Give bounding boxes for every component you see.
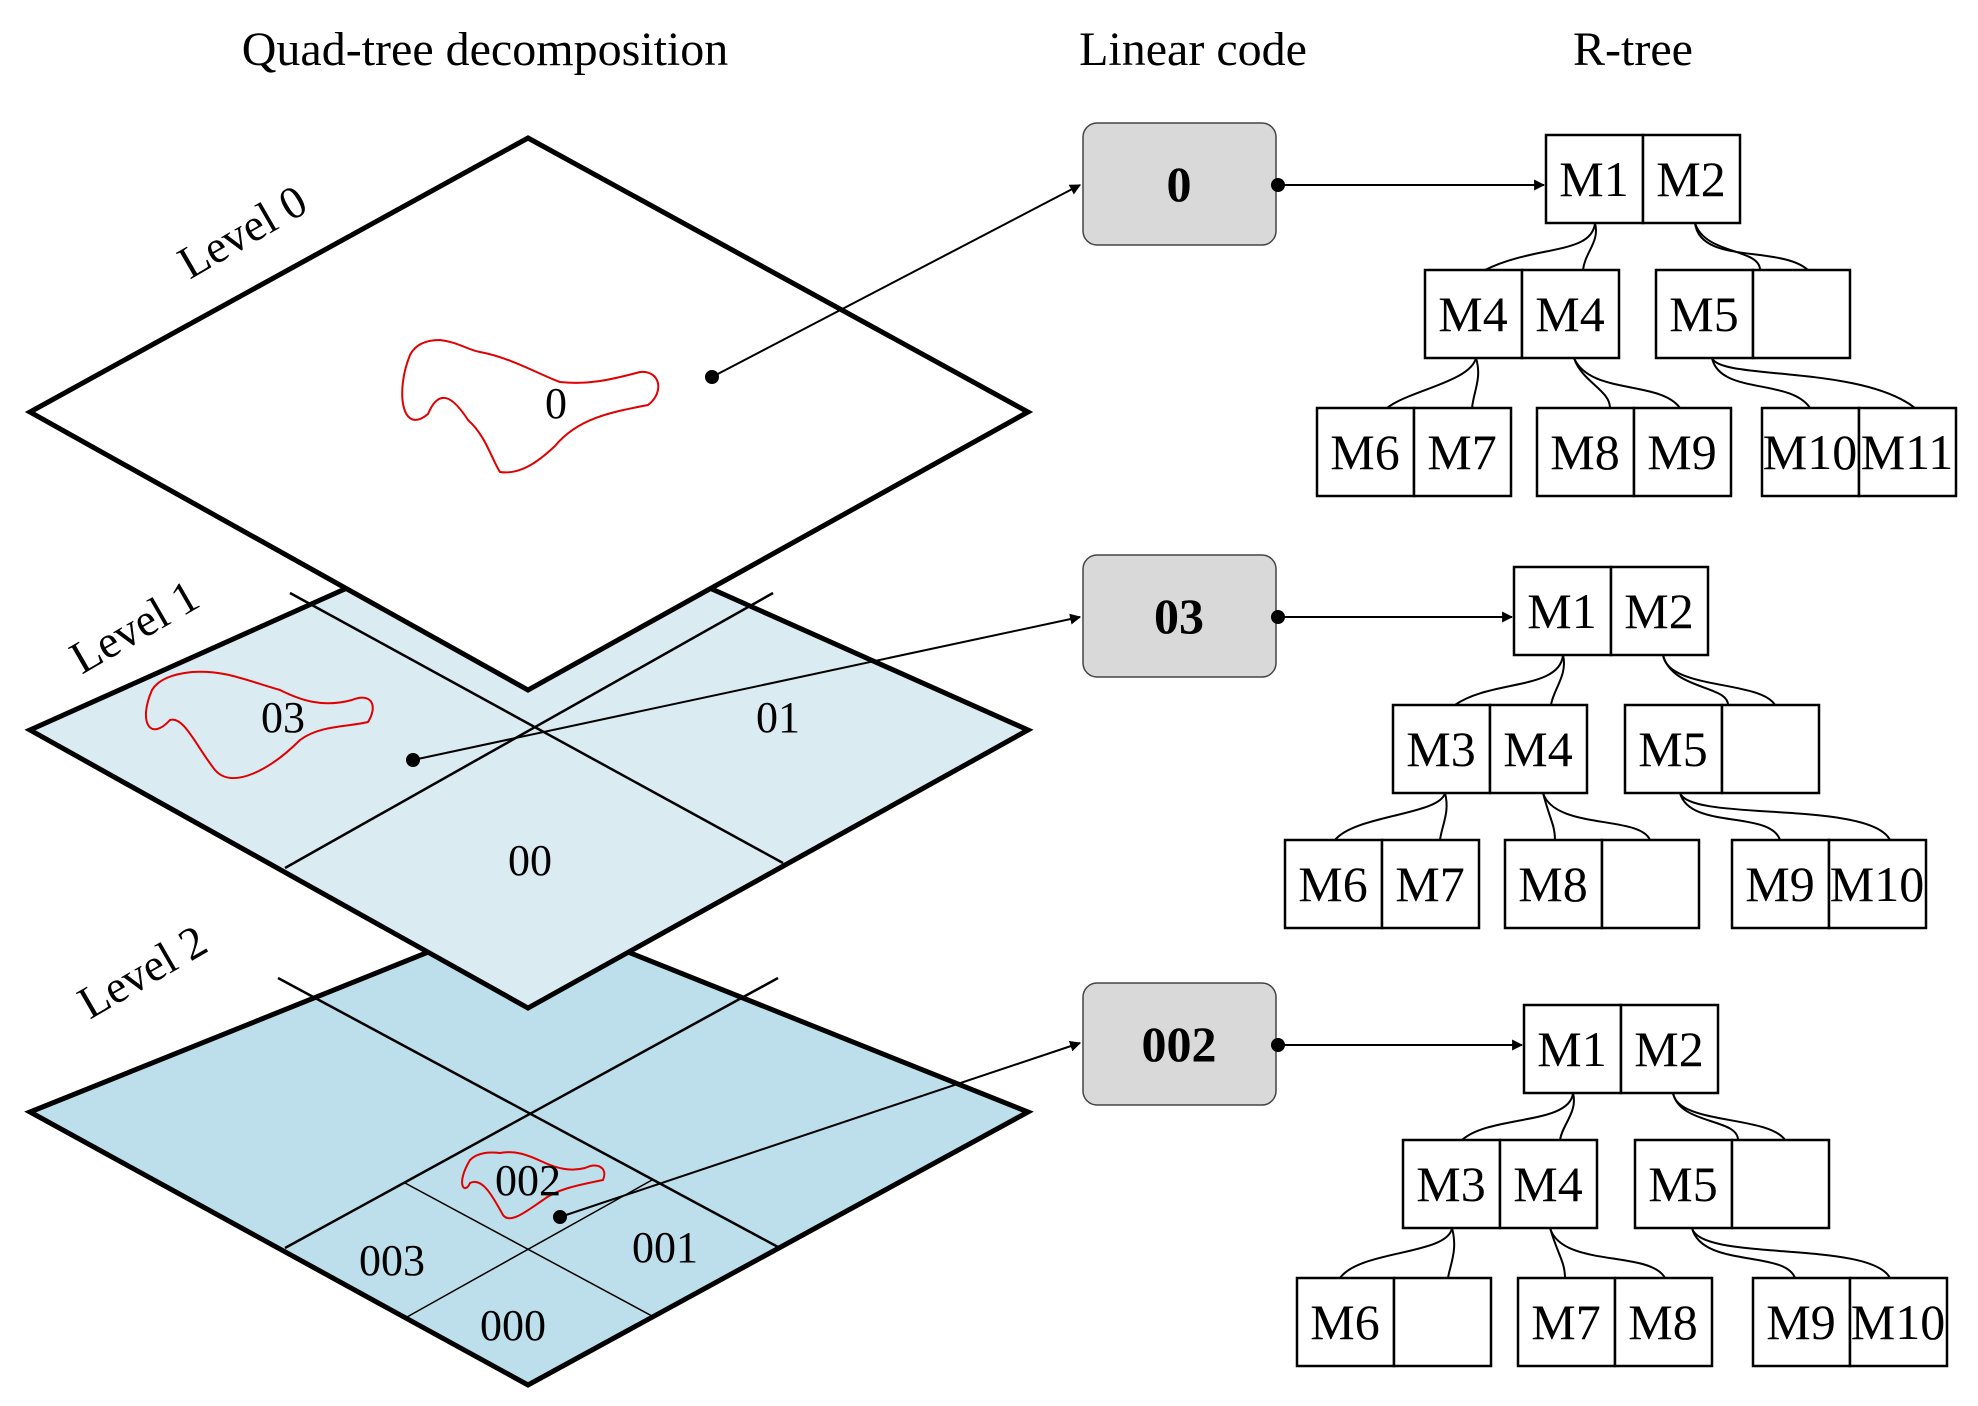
- arrow-l2-to-code: [559, 1040, 1082, 1218]
- rtree-1-leaf-2-entry-1: M8: [1518, 856, 1587, 912]
- rtree-1-leaf-node-3: M9 M10: [1730, 838, 1928, 930]
- rtree-2-mid-node-right: M5: [1633, 1138, 1831, 1230]
- rtree-0-leaf-3-entry-1: M10: [1763, 424, 1857, 480]
- rtree-0-mid-node-left: M4 M4: [1423, 268, 1621, 360]
- rtree-1-leaf-3-entry-1: M9: [1745, 856, 1814, 912]
- code-value-l1: 03: [1154, 588, 1204, 644]
- cell-label-002: 002: [495, 1156, 561, 1205]
- cell-label-000: 000: [480, 1301, 546, 1350]
- rtree-0-mid-left-entry-1: M4: [1438, 286, 1507, 342]
- rtree-2-leaf-node-3: M9 M10: [1751, 1276, 1949, 1368]
- cell-label-00: 00: [508, 836, 552, 885]
- rtree-2-leaf-2-entry-2: M8: [1628, 1294, 1697, 1350]
- rtree-2-mid-left-entry-2: M4: [1513, 1156, 1582, 1212]
- rtree-2-root-entry-1: M1: [1537, 1021, 1606, 1077]
- rtree-0-root-entry-2: M2: [1656, 151, 1725, 207]
- rtree-1-root-entry-2: M2: [1624, 583, 1693, 639]
- rtree-0-leaf-3-entry-2: M11: [1861, 424, 1954, 480]
- rtree-1-mid-node-left: M3 M4: [1391, 703, 1589, 795]
- rtree-0-leaf-node-1: M6 M7: [1315, 406, 1513, 498]
- level-2-plane: 002 003 001 000: [24, 909, 1034, 1388]
- rtree-1-mid-left-entry-1: M3: [1406, 721, 1475, 777]
- code-box-l0: 0: [1082, 122, 1277, 246]
- cell-label-003: 003: [359, 1236, 425, 1285]
- rtree-level-0: M1 M2 M4 M4 M5 M6 M7 M8 M9: [1315, 133, 1958, 498]
- rtree-1-mid-node-right: M5: [1623, 703, 1821, 795]
- rtree-1-leaf-1-entry-1: M6: [1298, 856, 1367, 912]
- rtree-2-leaf-3-entry-2: M10: [1851, 1294, 1945, 1350]
- rtree-0-leaf-node-3: M10 M11: [1760, 406, 1958, 498]
- rtree-1-leaf-1-entry-2: M7: [1395, 856, 1464, 912]
- region-outline-l0: [401, 338, 660, 474]
- rtree-2-mid-node-left: M3 M4: [1401, 1138, 1599, 1230]
- rtree-0-mid-left-entry-2: M4: [1535, 286, 1604, 342]
- rtree-0-mid-right-entry-1: M5: [1669, 286, 1738, 342]
- rtree-2-root-node: M1 M2: [1522, 1003, 1720, 1095]
- rtree-level-1: M1 M2 M3 M4 M5 M6 M7 M8: [1283, 565, 1928, 930]
- region-outline-l1: [144, 670, 374, 780]
- quadtree-header: Quad-tree decomposition: [242, 23, 729, 76]
- level-0-plane: 0: [24, 135, 1034, 693]
- rtree-header: R-tree: [1573, 23, 1693, 76]
- rtree-0-root-entry-1: M1: [1559, 151, 1628, 207]
- rtree-2-mid-right-entry-1: M5: [1648, 1156, 1717, 1212]
- rtree-0-leaf-1-entry-2: M7: [1427, 424, 1496, 480]
- rtree-1-mid-right-entry-1: M5: [1638, 721, 1707, 777]
- rtree-2-leaf-1-entry-1: M6: [1310, 1294, 1379, 1350]
- rtree-1-leaf-node-2: M8: [1503, 838, 1701, 930]
- code-box-l2: 002: [1082, 982, 1277, 1106]
- cell-label-01: 01: [756, 693, 800, 742]
- rtree-1-root-node: M1 M2: [1512, 565, 1710, 657]
- rtree-2-root-entry-2: M2: [1634, 1021, 1703, 1077]
- rtree-0-leaf-1-entry-1: M6: [1330, 424, 1399, 480]
- rtree-0-mid-node-right: M5: [1654, 268, 1852, 360]
- rtree-1-root-entry-1: M1: [1527, 583, 1596, 639]
- code-value-l2: 002: [1142, 1016, 1217, 1072]
- rtree-0-leaf-2-entry-1: M8: [1550, 424, 1619, 480]
- rtree-2-mid-left-entry-1: M3: [1416, 1156, 1485, 1212]
- arrow-l1-to-code: [412, 613, 1082, 761]
- rtree-0-root-node: M1 M2: [1544, 133, 1742, 225]
- cell-label-001: 001: [632, 1223, 698, 1272]
- rtree-2-leaf-node-1: M6: [1295, 1276, 1493, 1368]
- rtree-1-leaf-node-1: M6 M7: [1283, 838, 1481, 930]
- rtree-2-leaf-2-entry-1: M7: [1531, 1294, 1600, 1350]
- rtree-1-mid-left-entry-2: M4: [1503, 721, 1572, 777]
- rtree-1-leaf-3-entry-2: M10: [1830, 856, 1924, 912]
- rtree-level-2: M1 M2 M3 M4 M5 M6 M7 M8: [1295, 1003, 1949, 1368]
- linear-code-header: Linear code: [1079, 23, 1307, 76]
- region-outline-l2: [461, 1151, 606, 1220]
- code-box-l1: 03: [1082, 554, 1277, 678]
- cell-label-0: 0: [545, 379, 567, 428]
- level-2-label: Level 2: [69, 915, 215, 1029]
- rtree-2-leaf-node-2: M7 M8: [1516, 1276, 1714, 1368]
- code-value-l0: 0: [1167, 156, 1192, 212]
- rtree-0-leaf-node-2: M8 M9: [1535, 406, 1733, 498]
- arrow-l0-to-code: [711, 184, 1081, 378]
- rtree-0-leaf-2-entry-2: M9: [1647, 424, 1716, 480]
- rtree-2-leaf-3-entry-1: M9: [1766, 1294, 1835, 1350]
- cell-label-03: 03: [261, 693, 305, 742]
- level-1-plane: 03 01 00: [24, 504, 1034, 1011]
